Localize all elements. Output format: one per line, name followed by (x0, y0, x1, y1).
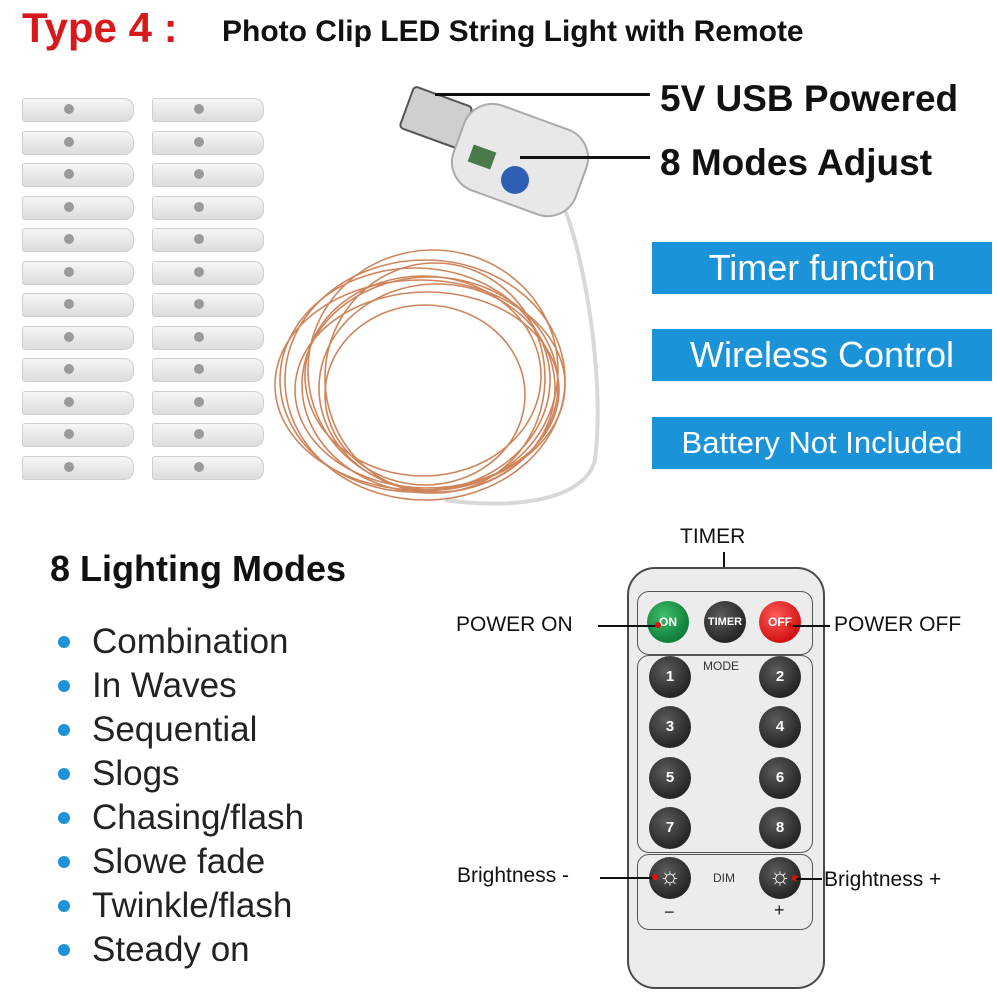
power-off-button[interactable]: OFF (759, 601, 801, 643)
bullet-dot-icon (58, 636, 70, 648)
photo-clip-icon (22, 287, 134, 320)
list-item: Chasing/flash (58, 796, 304, 840)
photo-clip-icon (22, 190, 134, 223)
mode-button-4[interactable]: 4 (759, 706, 801, 748)
photo-clips-left (22, 92, 134, 482)
bullet-dot-icon (58, 856, 70, 868)
photo-clip-icon (22, 255, 134, 288)
brightness-minus-marker (652, 874, 658, 880)
list-item: Steady on (58, 928, 304, 972)
list-item: Sequential (58, 708, 304, 752)
photo-clip-icon (152, 320, 264, 353)
lighting-modes-list: Combination In Waves Sequential Slogs Ch… (58, 620, 304, 972)
mode-label: MODE (703, 659, 739, 673)
photo-clip-icon (152, 190, 264, 223)
photo-clip-icon (22, 222, 134, 255)
power-off-marker (787, 622, 793, 628)
photo-clip-icon (152, 92, 264, 125)
photo-clip-icon (22, 157, 134, 190)
photo-clip-icon (22, 320, 134, 353)
usb-plug-icon (399, 86, 590, 218)
photo-clip-icon (152, 157, 264, 190)
usb-leader-line (435, 93, 650, 96)
photo-clip-icon (152, 255, 264, 288)
mode-button-8[interactable]: 8 (759, 807, 801, 849)
photo-clip-icon (152, 125, 264, 158)
mode-button-6[interactable]: 6 (759, 757, 801, 799)
list-item: Combination (58, 620, 304, 664)
photo-clip-icon (22, 385, 134, 418)
brightness-plus-label: Brightness + (824, 868, 942, 891)
list-item: Slogs (58, 752, 304, 796)
power-on-button[interactable]: ON (647, 601, 689, 643)
feature-wireless: Wireless Control (652, 329, 992, 381)
photo-clip-icon (152, 450, 264, 483)
bullet-dot-icon (58, 768, 70, 780)
mode-button-2[interactable]: 2 (759, 656, 801, 698)
list-item: Twinkle/flash (58, 884, 304, 928)
timer-button[interactable]: TIMER (704, 601, 746, 643)
power-on-leader (598, 625, 658, 627)
sun-icon: ☼ (659, 863, 681, 890)
list-item: In Waves (58, 664, 304, 708)
feature-timer: Timer function (652, 242, 992, 294)
type-label: Type 4 : (22, 4, 178, 51)
power-panel (637, 591, 813, 655)
photo-clip-icon (152, 222, 264, 255)
photo-clip-icon (152, 417, 264, 450)
usb-powered-callout: 5V USB Powered (660, 78, 959, 119)
mode-panel (637, 655, 813, 853)
product-title: Photo Clip LED String Light with Remote (222, 15, 804, 48)
power-off-leader (790, 625, 830, 627)
photo-clip-icon (22, 450, 134, 483)
bullet-dot-icon (58, 944, 70, 956)
remote-control: ON TIMER OFF MODE 1 2 3 4 5 6 7 8 ☼ ☼ DI… (627, 567, 825, 989)
modes-leader-line (520, 156, 650, 159)
bullet-dot-icon (58, 724, 70, 736)
photo-clip-icon (152, 352, 264, 385)
mode-button-3[interactable]: 3 (649, 706, 691, 748)
mode-label: In Waves (92, 666, 237, 705)
list-item: Slowe fade (58, 840, 304, 884)
bullet-dot-icon (58, 812, 70, 824)
photo-clip-icon (22, 92, 134, 125)
lighting-modes-heading: 8 Lighting Modes (50, 548, 346, 589)
sun-icon: ☼ (769, 863, 791, 890)
mode-label: Slogs (92, 754, 180, 793)
mode-label: Sequential (92, 710, 258, 749)
brightness-plus-marker (792, 875, 798, 881)
feature-battery: Battery Not Included (652, 417, 992, 469)
timer-label: TIMER (680, 525, 746, 548)
brightness-minus-label: Brightness - (457, 864, 570, 887)
power-on-marker (655, 622, 661, 628)
brightness-minus-leader (600, 877, 655, 879)
modes-adjust-callout: 8 Modes Adjust (660, 142, 933, 183)
copper-wire-icon (274, 86, 600, 506)
photo-clip-icon (152, 385, 264, 418)
photo-clip-icon (22, 125, 134, 158)
plus-sign: + (774, 900, 785, 920)
minus-sign: − (664, 902, 675, 922)
photo-clips-right (152, 92, 264, 482)
brightness-plus-leader (796, 878, 822, 880)
photo-clip-icon (22, 352, 134, 385)
mode-button-5[interactable]: 5 (649, 757, 691, 799)
power-on-label: POWER ON (456, 613, 573, 636)
bullet-dot-icon (58, 900, 70, 912)
mode-button-7[interactable]: 7 (649, 807, 691, 849)
dim-label: DIM (713, 871, 735, 885)
mode-label: Steady on (92, 930, 250, 969)
mode-label: Slowe fade (92, 842, 266, 881)
bullet-dot-icon (58, 680, 70, 692)
dim-panel (637, 854, 813, 930)
mode-label: Combination (92, 622, 289, 661)
power-off-label: POWER OFF (834, 613, 962, 636)
mode-label: Chasing/flash (92, 798, 305, 837)
photo-clip-icon (152, 287, 264, 320)
photo-clip-icon (22, 417, 134, 450)
mode-button-1[interactable]: 1 (649, 656, 691, 698)
mode-label: Twinkle/flash (92, 886, 293, 925)
